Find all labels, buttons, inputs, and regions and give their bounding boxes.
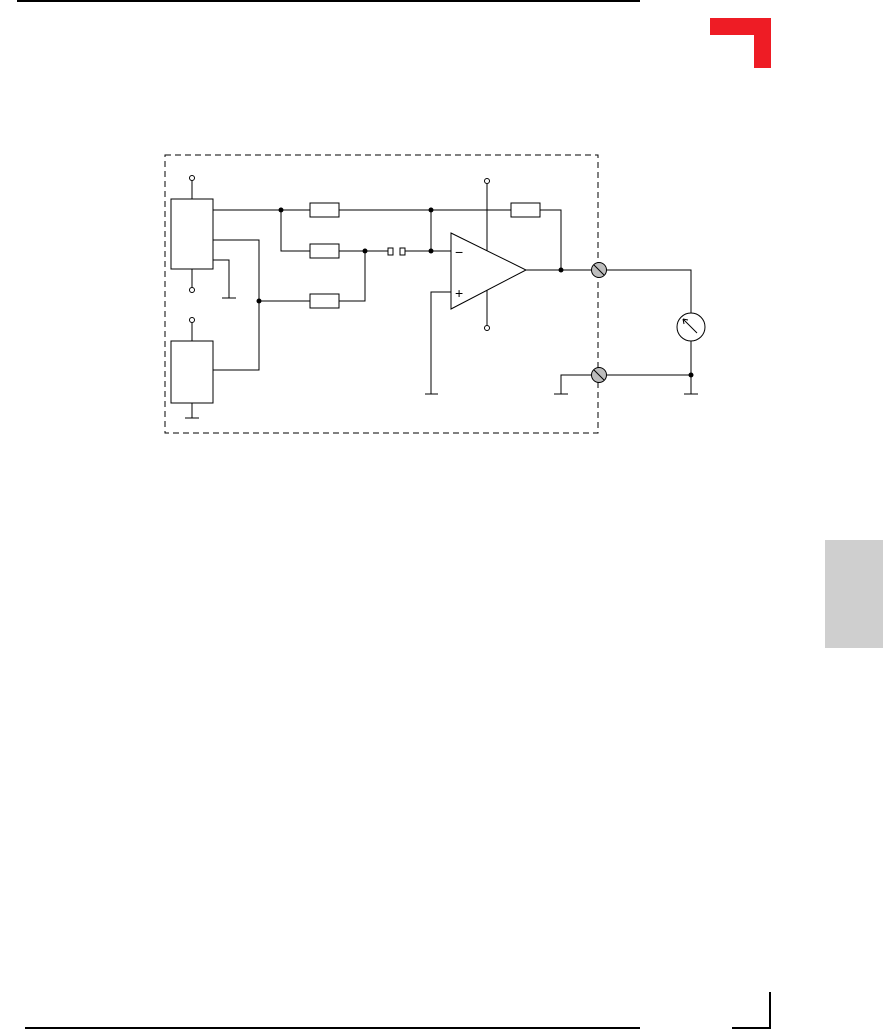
supply-terminal-lower-top	[190, 318, 195, 323]
header-rule	[17, 0, 640, 2]
op-amp-supply-negative	[485, 326, 490, 331]
junction-dot	[559, 268, 564, 273]
screw-terminal-icon	[592, 263, 607, 278]
capacitor-plate-left	[388, 248, 393, 255]
feedback-resistor	[511, 203, 540, 217]
op-amp-noninverting-symbol: +	[455, 285, 463, 301]
junction-dot	[257, 299, 262, 304]
footer-rule	[25, 1027, 640, 1029]
junction-dot	[689, 373, 694, 378]
resistor-r3	[310, 294, 339, 308]
junction-dot	[429, 208, 434, 213]
supply-terminal-upper-top	[190, 176, 195, 181]
chapter-corner-mark	[710, 18, 771, 68]
junction-dot	[279, 208, 284, 213]
screw-terminal-icon	[592, 368, 607, 383]
supply-terminal-upper-bottom	[190, 288, 195, 293]
junction-dot	[363, 249, 368, 254]
enclosure-boundary	[165, 155, 598, 433]
chapter-side-tab	[825, 540, 883, 648]
capacitor-plate-right	[400, 248, 405, 255]
op-amp-inverting-symbol: −	[455, 244, 463, 260]
op-amp-supply-positive	[485, 179, 490, 184]
corner-mark-shape	[710, 18, 771, 68]
junction-dot	[429, 249, 434, 254]
resistor-r2	[310, 244, 339, 258]
circuit-schematic: − +	[150, 145, 720, 445]
page-corner-mark-shape	[732, 992, 770, 1028]
page-corner-mark	[732, 992, 774, 1030]
sensor-block-upper	[171, 199, 213, 269]
resistor-r1	[310, 203, 339, 217]
sensor-block-lower	[171, 341, 213, 403]
